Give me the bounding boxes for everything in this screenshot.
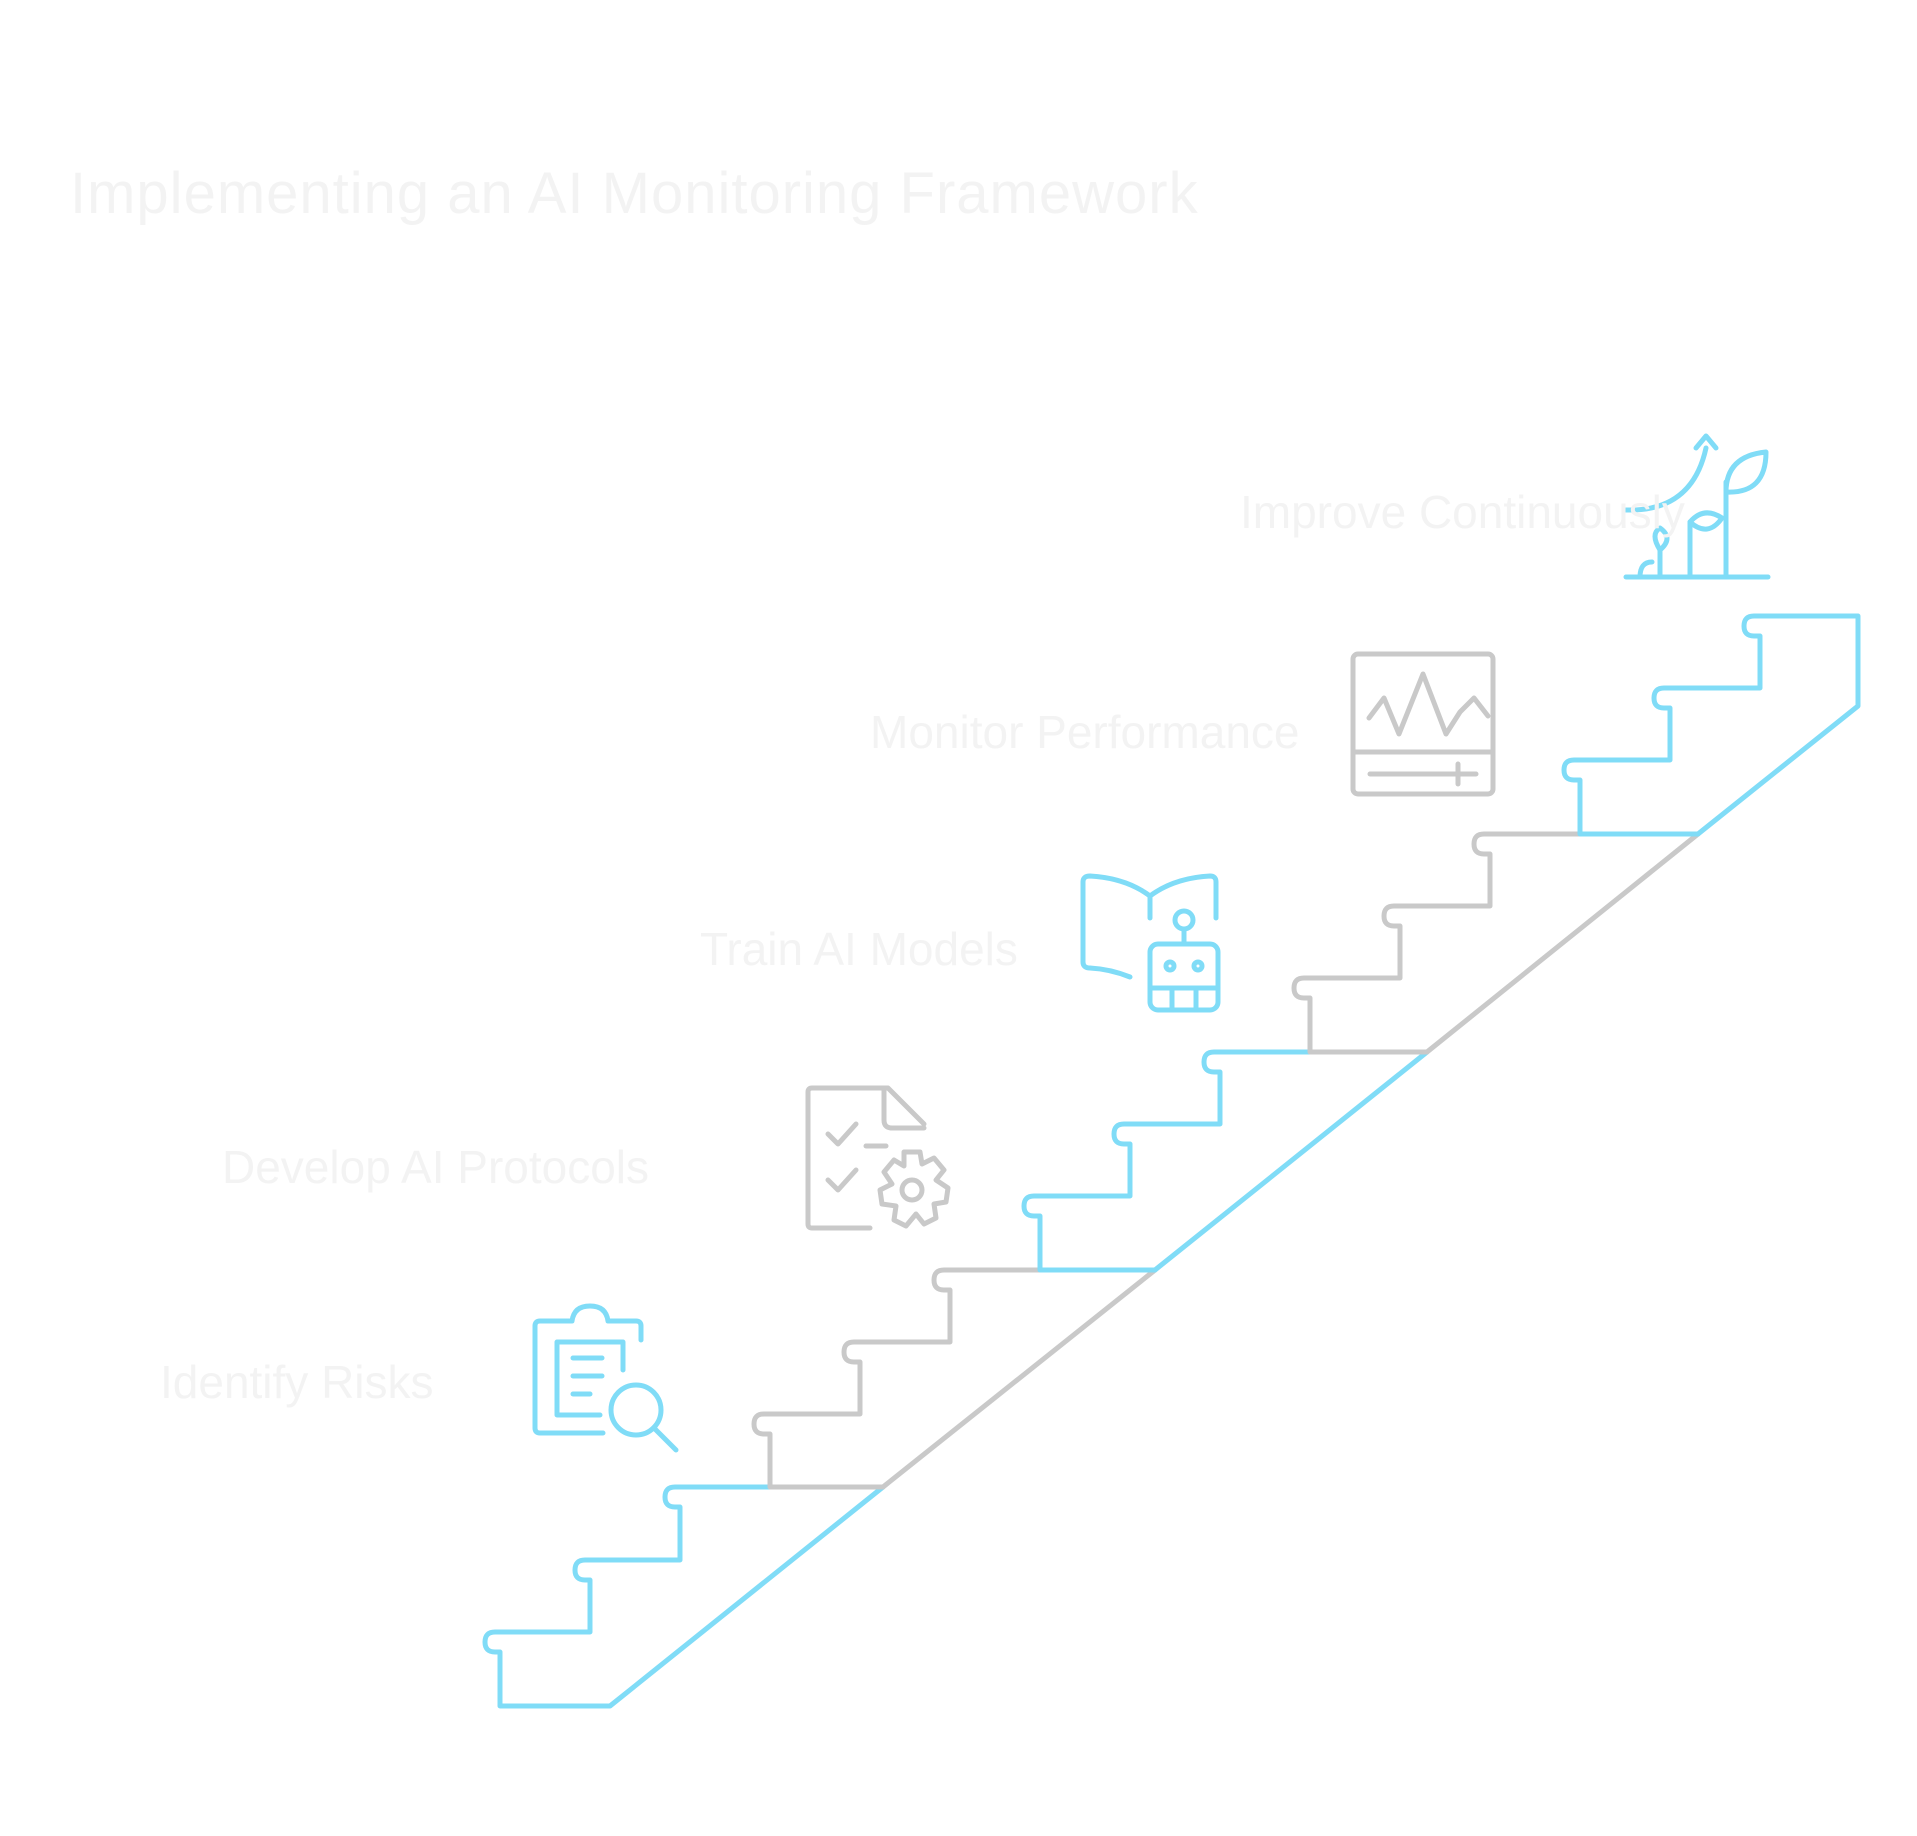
stair-segment-1	[482, 1484, 886, 1709]
stair-segment-4	[1291, 831, 1701, 1055]
step-label-1: Identify Risks	[160, 1356, 434, 1408]
monitor-waveform-icon	[1350, 651, 1496, 797]
step-label-3: Train AI Models	[700, 923, 1018, 975]
stair-segment-2	[751, 1267, 1158, 1490]
step-label-2: Develop AI Protocols	[222, 1141, 650, 1193]
stair-segment-3	[1021, 1049, 1430, 1273]
stair-segment-5	[1561, 613, 1861, 837]
step-label-5: Improve Continuously	[1240, 486, 1685, 538]
step-label-4: Monitor Performance	[870, 706, 1300, 758]
document-gear-icon	[805, 1085, 951, 1231]
diagram-title: Implementing an AI Monitoring Framework	[70, 161, 1199, 226]
book-robot-icon	[1080, 873, 1221, 1013]
clipboard-search-icon	[532, 1303, 679, 1453]
plant-growth-icon	[1623, 433, 1771, 580]
